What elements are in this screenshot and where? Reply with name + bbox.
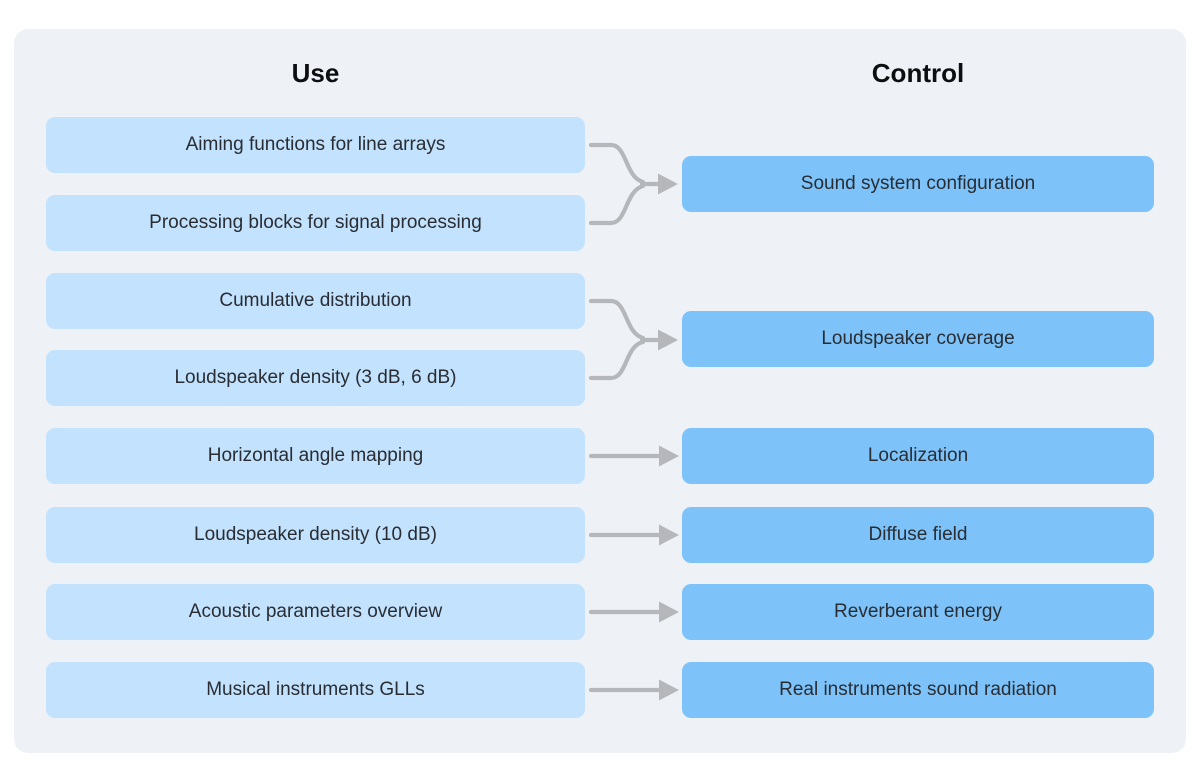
control-box-label: Loudspeaker coverage: [821, 328, 1015, 349]
use-box-aiming-functions: Aiming functions for line arrays: [46, 117, 585, 173]
control-box-diffuse-field: Diffuse field: [682, 507, 1154, 563]
control-box-localization: Localization: [682, 428, 1154, 484]
use-box-musical-instruments: Musical instruments GLLs: [46, 662, 585, 718]
use-box-label: Aiming functions for line arrays: [185, 134, 446, 155]
use-box-label: Processing blocks for signal processing: [149, 212, 482, 233]
use-box-label: Horizontal angle mapping: [207, 445, 424, 466]
straight-arrow-localization: [588, 445, 679, 467]
use-box-loudspeaker-density-3-6: Loudspeaker density (3 dB, 6 dB): [46, 350, 585, 406]
control-box-real-instruments: Real instruments sound radiation: [682, 662, 1154, 718]
control-box-loudspeaker-coverage: Loudspeaker coverage: [682, 311, 1154, 367]
use-box-acoustic-parameters: Acoustic parameters overview: [46, 584, 585, 640]
merge-arrow-sound-system-configuration: [588, 142, 678, 226]
control-box-label: Diffuse field: [868, 524, 968, 545]
use-box-processing-blocks: Processing blocks for signal processing: [46, 195, 585, 251]
control-box-label: Localization: [867, 445, 969, 466]
use-box-label: Loudspeaker density (3 dB, 6 dB): [174, 367, 457, 388]
straight-arrow-real-instruments: [588, 679, 679, 701]
straight-arrow-reverberant-energy: [588, 601, 679, 623]
use-box-label: Loudspeaker density (10 dB): [194, 524, 437, 545]
use-box-loudspeaker-density-10: Loudspeaker density (10 dB): [46, 507, 585, 563]
diagram-panel: Use Control Aiming functions for line ar…: [14, 29, 1186, 753]
use-column-header: Use: [291, 58, 340, 88]
control-column-header: Control: [871, 58, 965, 88]
straight-arrow-diffuse-field: [588, 524, 679, 546]
use-box-label: Acoustic parameters overview: [188, 601, 443, 622]
control-box-sound-system-configuration: Sound system configuration: [682, 156, 1154, 212]
use-box-label: Musical instruments GLLs: [206, 679, 425, 700]
use-box-cumulative-distribution: Cumulative distribution: [46, 273, 585, 329]
control-box-reverberant-energy: Reverberant energy: [682, 584, 1154, 640]
control-box-label: Real instruments sound radiation: [779, 679, 1057, 700]
merge-arrow-loudspeaker-coverage: [588, 298, 678, 381]
use-box-horizontal-angle-mapping: Horizontal angle mapping: [46, 428, 585, 484]
control-box-label: Reverberant energy: [834, 601, 1002, 622]
use-box-label: Cumulative distribution: [219, 290, 412, 311]
control-box-label: Sound system configuration: [800, 173, 1036, 194]
